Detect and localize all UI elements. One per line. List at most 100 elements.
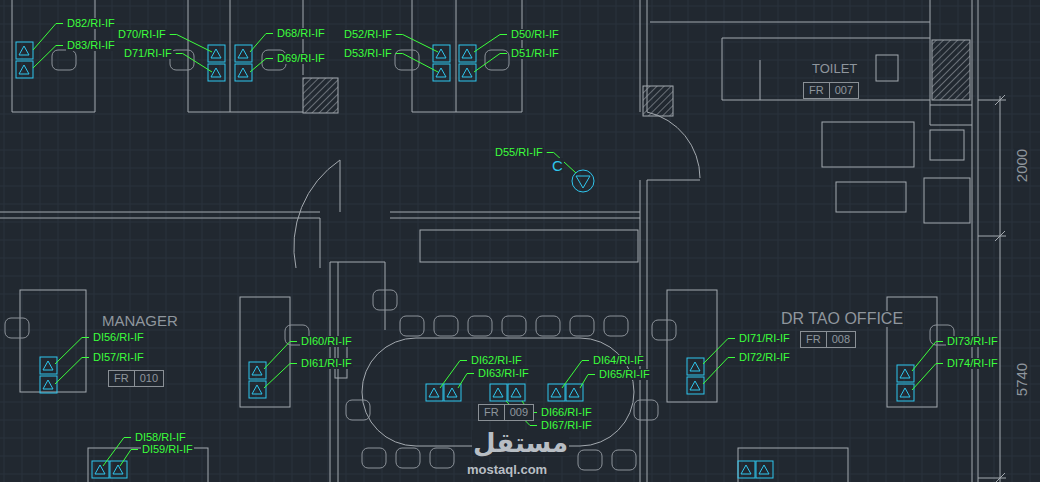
wall-line <box>188 112 303 113</box>
wall-line <box>978 236 1006 237</box>
outlet-triangle <box>95 465 105 474</box>
grid-line <box>706 0 707 482</box>
grid-line <box>454 0 455 482</box>
leader-line <box>474 54 507 73</box>
grid-line <box>0 42 1040 43</box>
grid-line <box>94 0 95 482</box>
outlet-triangle <box>900 369 910 378</box>
chair-outline <box>346 400 370 420</box>
grid-line <box>598 0 599 482</box>
wall-line <box>647 180 648 482</box>
outlet-tag: DI66/RI-IF <box>540 407 593 418</box>
outlet-box <box>508 384 525 401</box>
room-name: MANAGER <box>101 313 179 328</box>
ceiling-outlet-triangle <box>576 176 590 188</box>
grid-line <box>130 0 131 482</box>
grid-line <box>904 0 905 482</box>
outlet-box <box>433 64 450 81</box>
leader-line <box>120 450 138 467</box>
outlet-tag: DI59/RI-IF <box>141 444 194 455</box>
outlet-triangle <box>511 388 521 397</box>
outlet-triangle <box>741 465 751 474</box>
room-number: 009 <box>504 405 533 420</box>
leader-line <box>103 438 131 467</box>
door-swing <box>647 112 700 178</box>
grid-line <box>400 0 401 482</box>
outlet-triangle <box>429 388 439 397</box>
grid-line <box>292 0 293 482</box>
outlet-tag: D82/RI-IF <box>66 18 116 29</box>
grid-line <box>382 0 383 482</box>
chair-outline <box>652 320 676 340</box>
leader-line <box>396 54 438 73</box>
outlet-box <box>756 461 773 478</box>
leader-line <box>912 342 943 372</box>
chair-outline <box>604 316 628 336</box>
grid-line <box>652 0 653 482</box>
grid-line <box>616 0 617 482</box>
wall-line <box>978 100 1006 101</box>
grid-line <box>0 96 1040 97</box>
wall-line <box>640 180 641 482</box>
chair-outline <box>578 450 602 470</box>
walls <box>0 0 1006 482</box>
wall-line <box>1000 96 1001 482</box>
room-number: FR <box>804 83 829 98</box>
outlet-box <box>738 461 755 478</box>
data-outlet <box>508 384 525 401</box>
grid-line <box>202 0 203 482</box>
grid-line <box>670 0 671 482</box>
wall-line <box>930 105 972 106</box>
chair-outline <box>434 316 458 336</box>
grid-line <box>886 0 887 482</box>
outlet-box <box>92 461 109 478</box>
outlet-triangle <box>462 49 472 58</box>
grid-line <box>112 0 113 482</box>
wall-line <box>456 0 457 112</box>
grid-line <box>0 222 1040 223</box>
wall-line <box>640 0 641 112</box>
grid-line <box>238 0 239 482</box>
outlet-tag: DI74/RI-IF <box>946 358 999 369</box>
chair-outline <box>468 316 492 336</box>
grid-line <box>0 168 1040 169</box>
outlet-box <box>897 384 914 401</box>
leaders <box>33 24 943 467</box>
grid-line <box>436 0 437 482</box>
outlet-box <box>208 64 225 81</box>
wall-line <box>722 38 930 39</box>
leader-line <box>33 24 63 51</box>
grid-line <box>742 0 743 482</box>
data-outlet <box>208 64 225 81</box>
furniture-outline <box>420 230 638 262</box>
grid-line <box>0 114 1040 115</box>
chair-outline <box>5 318 29 338</box>
grid-line <box>0 78 1040 79</box>
outlet-triangle <box>462 68 472 77</box>
grid-line <box>4 0 5 482</box>
outlet-tag: D53/RI-IF <box>343 48 393 59</box>
data-outlet <box>490 384 507 401</box>
wall-line <box>722 100 930 101</box>
outlet-box <box>433 45 450 62</box>
data-outlet <box>16 61 33 78</box>
outlet-triangle <box>43 361 53 370</box>
data-outlet <box>459 45 476 62</box>
leader-line <box>33 46 63 69</box>
grid-line <box>472 0 473 482</box>
grid-line <box>0 402 1040 403</box>
chair-outline <box>430 448 454 468</box>
outlet-triangle <box>436 68 446 77</box>
chair-outline <box>373 290 397 310</box>
wall-line <box>930 0 931 125</box>
wall-line <box>0 218 320 219</box>
grid-line <box>0 240 1040 241</box>
data-outlet <box>738 461 755 478</box>
wall-line <box>0 212 320 213</box>
wall-line <box>972 0 973 482</box>
outlet-tag: D68/RI-IF <box>276 28 326 39</box>
outlet-box <box>208 45 225 62</box>
outlet-box <box>40 357 57 374</box>
grid-line <box>76 0 77 482</box>
